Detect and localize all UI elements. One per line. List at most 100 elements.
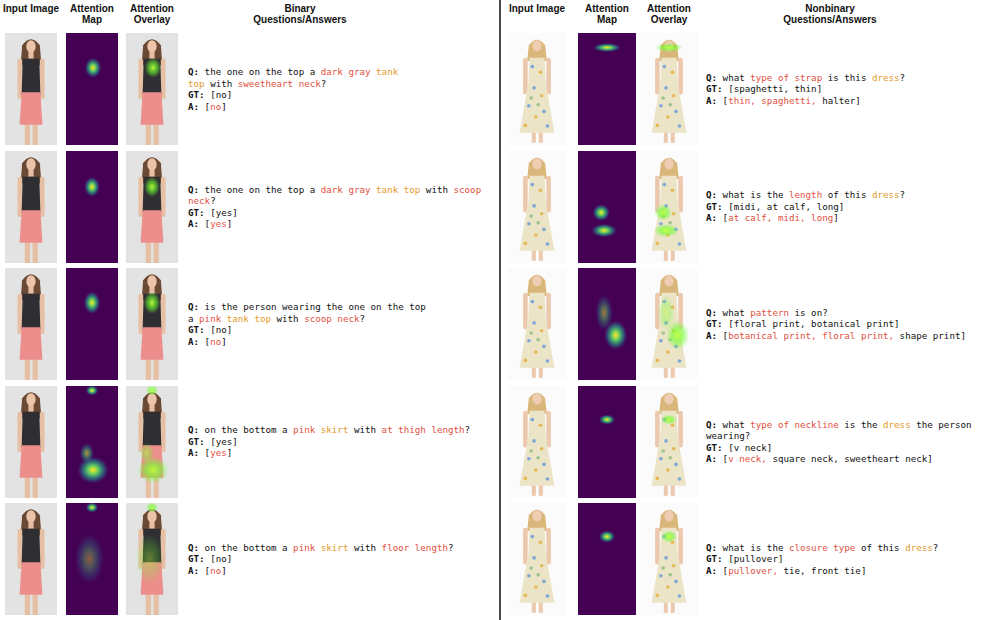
leg	[671, 132, 675, 143]
attention-map	[578, 503, 636, 615]
arm	[40, 529, 45, 569]
floral-dot	[666, 115, 670, 119]
backdrop	[126, 33, 178, 145]
question-line: Q:the one on the top adark graytank topw…	[188, 66, 483, 89]
face	[532, 40, 541, 51]
floral-dot	[666, 585, 670, 589]
plain-text: [	[205, 101, 211, 112]
plain-text: is this	[828, 72, 867, 83]
leg	[539, 602, 543, 613]
attention-blob	[591, 223, 617, 236]
attention-map	[578, 33, 636, 145]
ground-truth-line: GT:[midi, at calf, long]	[706, 201, 991, 213]
dress	[520, 175, 555, 250]
attention-overlay	[126, 268, 178, 380]
floral-dot	[532, 321, 536, 325]
floral-dot	[542, 580, 546, 584]
floral-dot	[659, 339, 663, 343]
attention-blob	[655, 204, 672, 221]
arm	[17, 529, 22, 569]
floral-dot	[678, 242, 682, 246]
line-tag: A:	[706, 95, 717, 106]
leg	[671, 602, 675, 613]
attention-blob	[661, 530, 677, 542]
floral-dot	[531, 182, 535, 186]
floral-dot	[527, 339, 531, 343]
line-tag: A:	[706, 330, 717, 341]
skirt	[141, 92, 164, 124]
arm	[678, 528, 683, 565]
backdrop	[126, 386, 178, 498]
plain-text: of this	[861, 542, 900, 553]
attention-blob	[593, 204, 610, 221]
attribute-text: no	[210, 101, 221, 112]
attribute-text: pattern	[750, 307, 789, 318]
floral-dot	[656, 594, 660, 598]
floral-dot	[534, 468, 538, 472]
floral-dot	[672, 211, 676, 215]
plain-text: [pullover]	[728, 553, 783, 564]
question-answer-block: Q:on the bottom apinkskirtwithat thigh l…	[188, 424, 483, 459]
arm	[523, 528, 528, 565]
divider	[499, 0, 501, 620]
leg	[539, 132, 543, 143]
floral-dot	[661, 96, 665, 100]
plain-text: ]	[227, 447, 233, 458]
floral-dot	[664, 86, 668, 90]
attention-blob	[655, 43, 683, 52]
arm	[161, 294, 166, 334]
floral-dot	[531, 65, 535, 69]
plain-text: ?	[900, 189, 906, 200]
attention-blob	[85, 58, 102, 78]
floral-dot	[534, 350, 538, 354]
arm	[678, 410, 683, 447]
dress	[652, 410, 687, 485]
question-answer-block: Q:whatpatternis on?GT:[floral print, bot…	[706, 307, 991, 342]
floral-dot	[659, 574, 663, 578]
floral-dot	[661, 566, 665, 570]
backdrop	[508, 503, 566, 615]
map-ground	[578, 151, 636, 263]
column-header: Attention Map	[575, 3, 639, 25]
arm	[655, 58, 660, 95]
arm	[546, 293, 551, 330]
backdrop	[640, 386, 698, 498]
floral-dot	[527, 574, 531, 578]
plain-text: ]	[221, 336, 227, 347]
floral-dot	[539, 540, 543, 544]
floral-dot	[674, 580, 678, 584]
attention-overlay	[126, 151, 178, 263]
arm	[40, 294, 45, 334]
ground-truth-line: GT:[no]	[188, 324, 483, 336]
plain-text: [	[723, 453, 729, 464]
arm	[655, 528, 660, 565]
floral-dot	[529, 449, 533, 453]
plain-text: ?	[321, 78, 327, 89]
attention-overlay	[640, 151, 698, 263]
floral-dot	[656, 241, 660, 245]
attribute-text: yes	[210, 218, 227, 229]
arm	[655, 410, 660, 447]
backdrop	[640, 151, 698, 263]
attention-map	[578, 268, 636, 380]
ground-truth-line: GT:[spaghetti, thin]	[706, 83, 991, 95]
line-tag: A:	[188, 218, 199, 229]
line-tag: A:	[706, 212, 717, 223]
attention-map	[578, 386, 636, 498]
floral-dot	[546, 477, 550, 481]
plain-text: [no]	[210, 553, 232, 564]
leg	[25, 475, 30, 497]
plain-text: square neck, sweetheart neck]	[772, 453, 932, 464]
map-ground	[578, 503, 636, 615]
arm	[17, 59, 22, 99]
leg	[664, 132, 668, 143]
line-tag: A:	[706, 453, 717, 464]
face	[147, 40, 156, 52]
plain-text: with	[354, 424, 376, 435]
plain-text: is on?	[795, 307, 828, 318]
floral-dot	[532, 204, 536, 208]
attribute-text: pullover,	[728, 565, 778, 576]
plain-text: [	[205, 218, 211, 229]
floral-dot	[672, 446, 676, 450]
ground-truth-line: GT:[pullover]	[706, 553, 991, 565]
